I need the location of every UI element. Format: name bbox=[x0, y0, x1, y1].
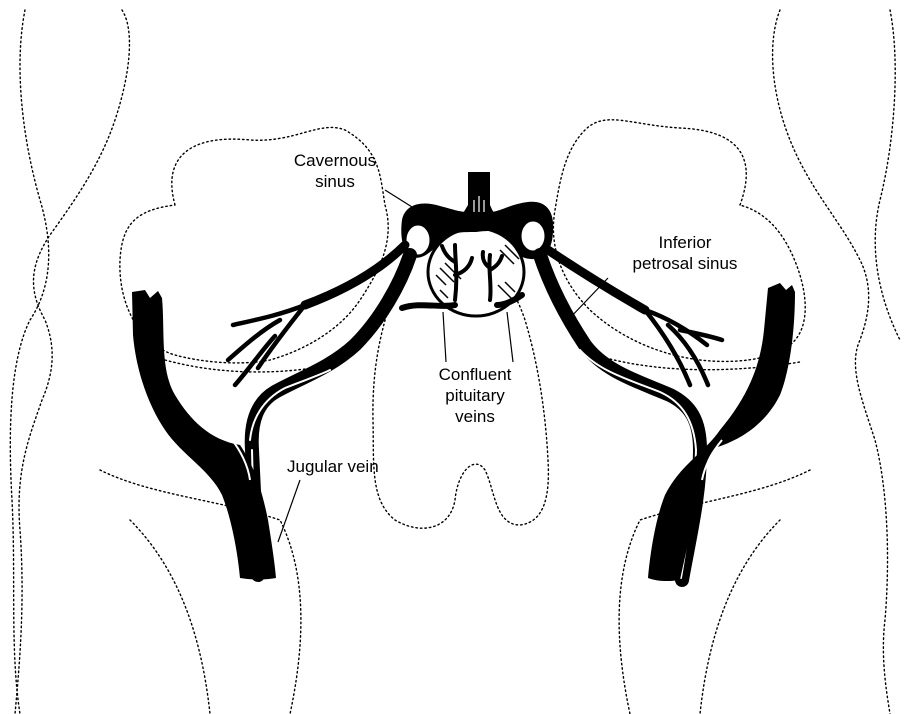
leader-jugular-vein bbox=[278, 480, 300, 542]
label-inferior-petrosal-sinus: Inferior petrosal sinus bbox=[610, 232, 760, 274]
outline-lower-right bbox=[619, 470, 810, 714]
outline-right-outer bbox=[875, 10, 900, 340]
label-confluent-line-3: veins bbox=[420, 406, 530, 427]
label-cavernous-sinus-line-2: sinus bbox=[285, 171, 385, 192]
label-inferior-petrosal-sinus-line-1: Inferior bbox=[610, 232, 760, 253]
left-confluent-vein bbox=[402, 305, 455, 308]
right-cavernous-lumen bbox=[521, 221, 545, 251]
label-cavernous-sinus: Cavernous sinus bbox=[285, 150, 385, 192]
leader-confluent-right bbox=[507, 312, 513, 362]
pituitary-gland bbox=[428, 172, 524, 316]
leader-cavernous-sinus bbox=[385, 190, 420, 212]
outline-lower-left bbox=[100, 470, 301, 714]
label-jugular-vein: Jugular vein bbox=[287, 456, 379, 477]
left-lateral-vein-branches bbox=[228, 305, 305, 385]
outline-left-outer bbox=[10, 10, 48, 714]
leader-confluent-left bbox=[443, 312, 446, 362]
outline-right-head bbox=[773, 10, 890, 714]
label-confluent-line-1: Confluent bbox=[420, 364, 530, 385]
right-lateral-vein-branches bbox=[645, 310, 722, 385]
left-inferior-petrosal-sinus bbox=[252, 255, 410, 575]
outline-left-head bbox=[15, 10, 129, 714]
label-confluent-line-2: pituitary bbox=[420, 385, 530, 406]
label-confluent-pituitary-veins: Confluent pituitary veins bbox=[420, 364, 530, 427]
label-inferior-petrosal-sinus-line-2: petrosal sinus bbox=[610, 253, 760, 274]
leader-petrosal-sinus bbox=[568, 278, 608, 320]
label-cavernous-sinus-line-1: Cavernous bbox=[285, 150, 385, 171]
